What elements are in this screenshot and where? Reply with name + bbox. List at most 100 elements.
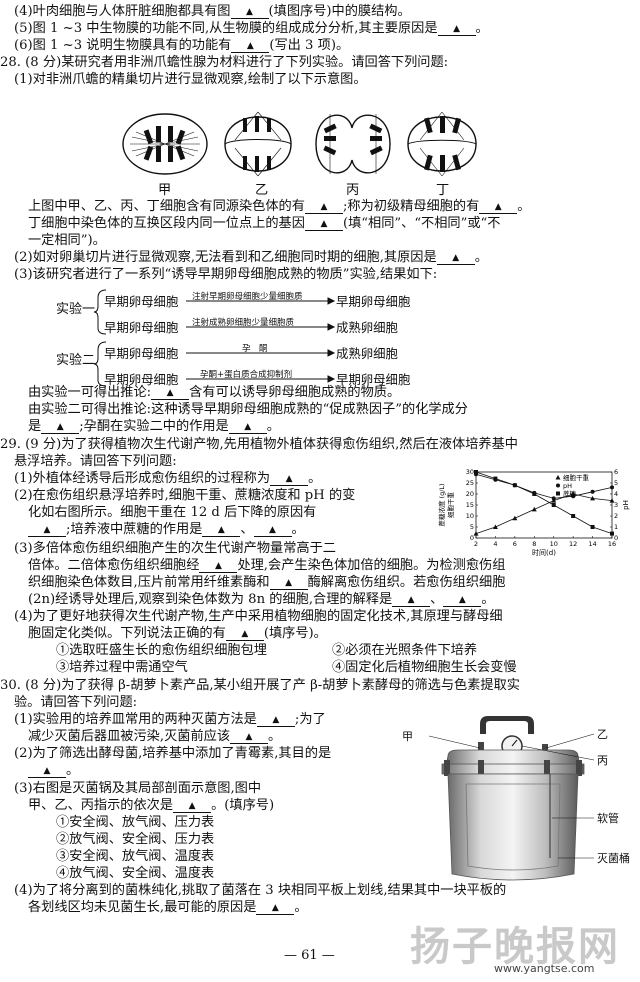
text: 含有可以诱导卵母细胞成熟的物质。 (189, 385, 401, 400)
q30-p1c: 减少灭菌后器皿被污染,灭菌前应该▲。 (28, 729, 282, 744)
text: 织细胞染色体数目,压片前常用纤维素酶和 (28, 575, 270, 590)
point-2 (571, 514, 576, 518)
y-left-axis-label: 蔗糖浓度 (g/L) (437, 483, 446, 526)
text: (写出 3 项)。 (269, 38, 350, 53)
q29-p2b: 化如右图所示。细胞干重在 12 d 后下降的原因有 (28, 505, 317, 520)
q29-p3d: 织细胞染色体数目,压片前常用纤维素酶和▲酶解离愈伤组织。若愈伤组织细胞 (28, 574, 505, 591)
blank: ▲ (241, 629, 249, 639)
y-right-tick-label: 4 (614, 490, 618, 498)
q29-head: 29. (9 分)为了获得植物次生代谢产物,先用植物外植体获得愈伤组织,然后在液… (0, 437, 518, 452)
text: 。 (517, 199, 531, 214)
autoclave-body (447, 773, 579, 881)
q30-p3a: (3)右图是灭菌锅及其局部剖面示意图,图中 (14, 781, 262, 796)
text: ;培养液中蔗糖的作用是 (66, 522, 203, 537)
y-right-axis-label: pH (622, 500, 630, 510)
y-left-axis-label-2: 细胞干重 (446, 492, 455, 519)
q30-opt1: ①安全阀、放气阀、压力表 (56, 815, 215, 830)
legend-marker-1 (556, 483, 560, 488)
q30-head: 30. (8 分)为了获得 β-胡萝卜素产品,某小组开展了产 β-胡萝卜素酵母的… (0, 678, 520, 693)
x-tick-label: 2 (474, 540, 478, 548)
q30-p3b: 甲、乙、丙指示的依次是 ▲ 。(填序号) (28, 797, 274, 814)
text: 。 (266, 419, 280, 434)
exp-row4-caption: 孕酮+蛋白质合成抑制剂 (200, 370, 293, 380)
y-left-tick-label: 15 (466, 501, 474, 509)
point-2 (474, 470, 478, 474)
text: (2n)经诱导处理后,观察到染色体数为 8n 的细胞,合理的解释是 (28, 592, 393, 607)
y-left-tick-label: 30 (466, 468, 474, 476)
x-tick-label: 14 (588, 540, 596, 548)
legend-marker-0 (555, 475, 561, 480)
q30-p4a: (4)为了将分离到的菌株纯化,挑取了菌落在 3 块相同平板上划线,结果其中一块平… (14, 883, 507, 898)
x-tick-label: 10 (550, 540, 558, 548)
text: (填图序号)中的膜结构。 (268, 4, 411, 19)
exp2-label: 实验二 (56, 353, 96, 368)
q29-p3b: 倍体。二倍体愈伤组织细胞经 ▲ 处理,会产生染色体加倍的细胞。为检测愈伤组 (28, 557, 505, 574)
point-0 (590, 495, 596, 501)
x-tick-label: 16 (608, 540, 616, 548)
q29-head2: 悬浮培养。请回答下列问题: (14, 454, 177, 469)
blank: ▲ (407, 595, 415, 605)
q29-p4a: (4)为了更好地获得次生代谢产物,生产中采用植物细胞的固定化技术,其原理与酵母细 (14, 609, 503, 624)
y-right-tick-label: 6 (614, 468, 618, 476)
text: 上图中甲、乙、丙、丁细胞含有同源染色体的有 (28, 199, 305, 214)
blank: ▲ (214, 561, 222, 571)
q28-p2: (2)如对卵巢切片进行显微观察,无法看到和乙细胞同时期的细胞,其原因是▲。 (14, 250, 488, 265)
cell-label-ding: 丁 (436, 183, 450, 198)
text: (填序号)。 (263, 626, 327, 641)
exp-row4-right: 早期卵母细胞 (336, 372, 411, 387)
text: 由实验一可得出推论: (28, 385, 152, 400)
text: ;孕酮在实验二中的作用是 (79, 419, 229, 434)
q29-p3a: (3)多倍体愈伤组织细胞产生的次生代谢产物量常高于二 (14, 541, 336, 556)
label-yi: 乙 (597, 728, 608, 741)
legend-label-2: 蔗糖 (563, 489, 577, 498)
q29-p2a: (2)在愈伤组织悬浮培养时,细胞干重、蔗糖浓度和 pH 的变 (14, 488, 356, 503)
y-left-tick-label: 10 (466, 512, 474, 520)
text: 。(填序号) (211, 798, 275, 813)
legend-marker-2 (556, 491, 560, 496)
text: 、 (430, 592, 444, 607)
q29-p4b: 胞固定化类似。下列说法正确的有 ▲ (填序号)。 (28, 625, 327, 642)
exp-row2-right: 成熟卵细胞 (336, 320, 398, 335)
q28-c1: 由实验一可得出推论:▲含有可以诱导卵母细胞成熟的物质。 (28, 384, 400, 401)
q29-p1: (1)外植体经诱导后形成愈伤组织的过程称为▲。 (14, 471, 322, 486)
text: (4)叶肉细胞与人体肝脏细胞都具有图 (14, 4, 231, 19)
y-right-tick-label: 5 (614, 479, 618, 487)
blank: ▲ (188, 801, 196, 811)
x-tick-label: 4 (493, 540, 497, 548)
blank: ▲ (43, 525, 51, 535)
text: (6)图 1 ~3 说明生物膜具有的功能有 (14, 38, 232, 53)
q28-p3: (3)该研究者进行了一系列“诱导早期卵母细胞成熟的物质”实验,结果如下: (14, 267, 438, 282)
cell-ding (407, 111, 477, 177)
text: 是 (28, 419, 42, 434)
blank: ▲ (244, 422, 252, 432)
y-left-tick-label: 0 (470, 534, 474, 542)
series-line-2 (475, 471, 613, 534)
point-0 (512, 515, 518, 521)
series-line-0 (475, 493, 613, 534)
point-0 (609, 498, 615, 503)
q30-opt4: ④放气阀、安全阀、温度表 (56, 866, 215, 881)
exp-row3-right: 成熟卵细胞 (336, 346, 398, 361)
watermark-logo: 扬子晚报网 (410, 923, 620, 970)
point-2 (493, 476, 498, 481)
point-0 (531, 506, 537, 512)
blank: ▲ (494, 202, 502, 212)
exp1-label: 实验一 (56, 302, 96, 317)
point-0 (492, 524, 498, 529)
point-1 (551, 496, 556, 501)
text: 倍体。二倍体愈伤组织细胞经 (28, 558, 200, 573)
q27-item-5: (5)图 1 ~3 中生物膜的功能不同,从生物膜的组成成分分析,其主要原因是▲。 (14, 21, 489, 36)
q28-c2b: 是▲;孕酮在实验二中的作用是▲。 (28, 418, 280, 435)
blank: ▲ (217, 525, 225, 535)
text: (1)实验用的培养皿常用的两种灭菌方法是 (14, 712, 257, 727)
text: 胞固定化类似。下列说法正确的有 (28, 626, 226, 641)
q28-l3: 一定相同”)。 (28, 233, 106, 248)
text: (1)外植体经诱导后形成愈伤组织的过程称为 (14, 471, 271, 486)
y-right-tick-label: 3 (614, 501, 618, 509)
y-right-tick-label: 0 (614, 534, 618, 542)
text: 甲、乙、丙指示的依次是 (28, 798, 174, 813)
text: 处理,会产生染色体加倍的细胞。为检测愈伤组 (237, 558, 506, 573)
text: (5)图 1 ~3 中生物膜的功能不同,从生物膜的组成成分分析,其主要原因是 (14, 21, 438, 36)
